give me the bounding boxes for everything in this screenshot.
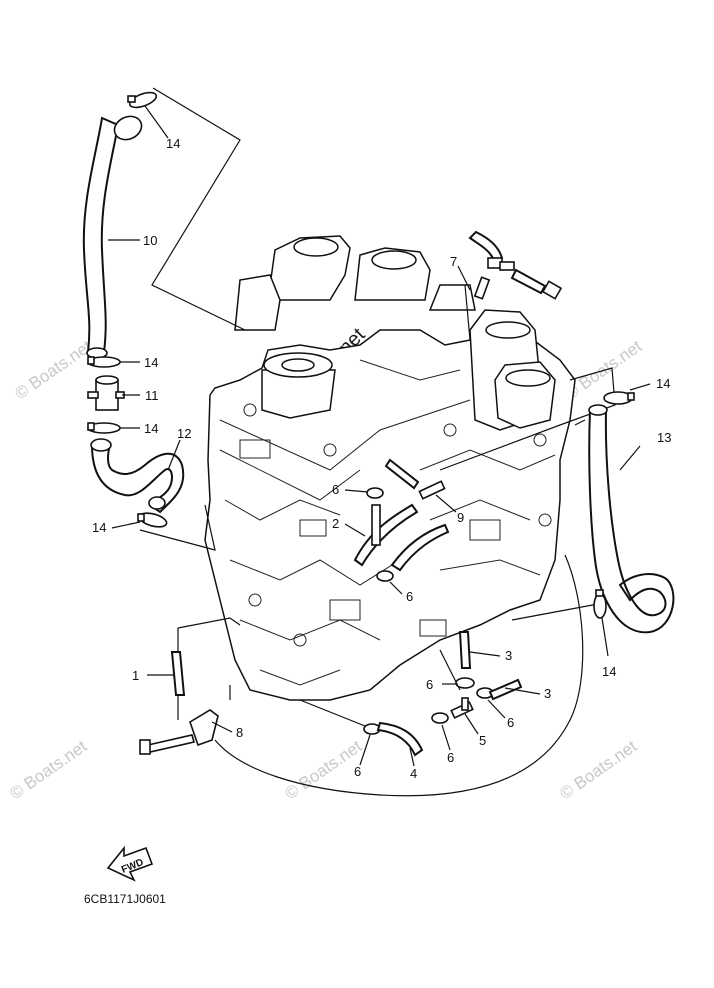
callout-14-right-top: 14 — [656, 376, 670, 391]
callout-14-mid-2: 14 — [144, 421, 158, 436]
part-13-hose — [588, 404, 675, 634]
callout-9: 9 — [457, 510, 464, 525]
callout-10: 10 — [143, 233, 157, 248]
part-1-hose — [170, 651, 186, 696]
part-12-hose — [90, 438, 185, 514]
callout-8: 8 — [236, 725, 243, 740]
watermark-right-lower: © Boats.net — [556, 736, 640, 803]
callout-6-bottom-left: 6 — [354, 764, 361, 779]
callout-4: 4 — [410, 766, 417, 781]
callout-5: 5 — [479, 733, 486, 748]
callout-14-right-bottom: 14 — [602, 664, 616, 679]
callout-3-lower: 3 — [544, 686, 551, 701]
callout-13: 13 — [657, 430, 671, 445]
part-7-hose — [468, 230, 563, 300]
part-10-hose — [82, 115, 143, 359]
callout-labels: 14 10 14 11 14 12 14 1 8 2 6 6 7 9 14 13… — [92, 136, 671, 781]
part-14-clamp-lower-left — [137, 512, 168, 528]
part-8-bracket — [139, 709, 219, 755]
callout-12: 12 — [177, 426, 191, 441]
part-14-clamp-right-bottom — [593, 589, 607, 619]
callout-6-upper: 6 — [332, 482, 339, 497]
callout-6-left: 6 — [426, 677, 433, 692]
callout-14-mid-1: 14 — [144, 355, 158, 370]
callout-2: 2 — [332, 516, 339, 531]
callout-1: 1 — [132, 668, 139, 683]
fwd-arrow: FWD — [106, 845, 154, 882]
part-6-clamp-1 — [366, 487, 384, 499]
part-4-hose — [376, 721, 424, 757]
part-14-clamp-right-top — [603, 391, 635, 405]
part-3-hose-b — [488, 678, 523, 701]
part-6-clamp-3 — [455, 677, 475, 689]
callout-3-upper: 3 — [505, 648, 512, 663]
watermark-left-lower: © Boats.net — [6, 736, 90, 803]
part-14-clamp-mid-2 — [87, 422, 121, 434]
callout-leaders — [108, 105, 651, 767]
part-9-joint — [418, 480, 446, 500]
callout-14-lower-left: 14 — [92, 520, 106, 535]
callout-6-bottom-mid: 6 — [447, 750, 454, 765]
callout-6-right: 6 — [507, 715, 514, 730]
part-3-hose-a — [458, 631, 472, 669]
part-11-joint — [87, 375, 125, 411]
engine-block — [204, 235, 576, 701]
watermark-top-left: © Boats.net — [11, 336, 95, 403]
part-14-clamp-mid-1 — [87, 356, 121, 368]
callout-11: 11 — [145, 388, 159, 403]
part-14-clamp-top — [127, 91, 158, 109]
callout-6-mid: 6 — [406, 589, 413, 604]
leader-lines — [139, 87, 616, 797]
part-2-hoses — [353, 458, 450, 572]
callout-7: 7 — [450, 254, 457, 269]
diagram-code: 6CB1171J0601 — [84, 892, 166, 906]
part-5-joint — [450, 697, 474, 719]
callout-14-top: 14 — [166, 136, 180, 151]
part-6-clamp-2 — [376, 570, 394, 582]
part-6-clamp-6 — [431, 712, 449, 724]
